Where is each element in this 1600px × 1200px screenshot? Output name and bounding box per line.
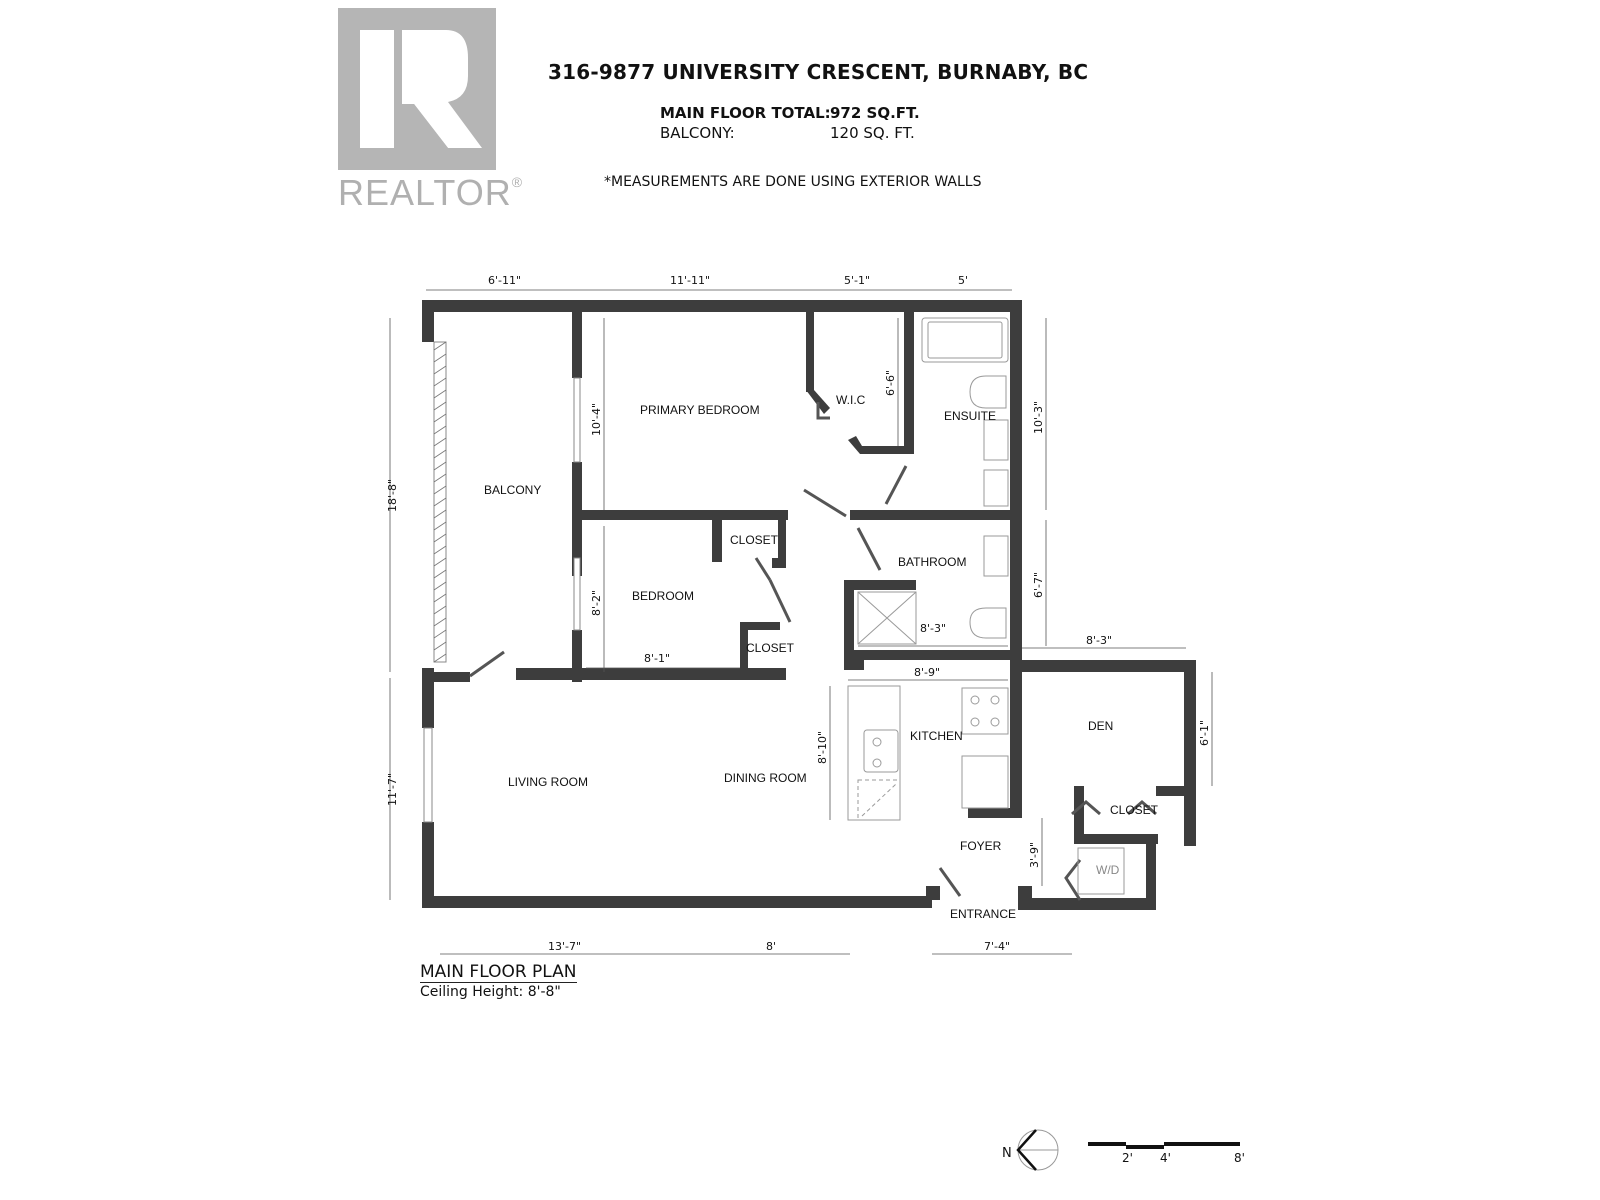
room-label-den: DEN [1088,719,1113,733]
dim-top-3: 5'-1" [844,274,870,287]
stove-icon [961,687,1009,735]
room-label-wd: W/D [1096,863,1120,877]
doors [469,402,1157,901]
dim-right-3: 6'-1" [1198,720,1211,746]
sink-icon [983,469,1009,507]
north-compass-icon: N [1002,1129,1059,1171]
room-label-dining-room: DINING ROOM [724,771,807,785]
dim-right-1: 10'-3" [1032,401,1045,434]
fridge-icon [961,755,1009,809]
dishwasher-icon [857,779,901,821]
dim-den-w: 8'-3" [1086,634,1112,647]
svg-text:2': 2' [1122,1151,1133,1165]
room-label-entrance: ENTRANCE [950,907,1016,921]
measurement-note: *MEASUREMENTS ARE DONE USING EXTERIOR WA… [604,174,982,190]
svg-text:8': 8' [1234,1151,1245,1165]
balcony-area-value: 120 SQ. FT. [830,124,915,142]
bathtub-icon [921,317,1009,363]
dim-bottom-1: 13'-7" [548,940,581,953]
plan-title: MAIN FLOOR PLAN [420,962,577,983]
dim-top-1: 6'-11" [488,274,521,287]
windows [423,377,581,823]
dim-bottom-3: 7'-4" [984,940,1010,953]
room-label-closet-2: CLOSET [746,641,795,655]
room-label-ensuite: ENSUITE [944,409,996,423]
realtor-wordmark: REALTOR® [338,172,524,213]
dim-kitchen-w: 8'-9" [914,666,940,679]
realtor-r-mark-icon [338,8,496,170]
main-floor-total-label: MAIN FLOOR TOTAL: [660,104,831,122]
washer-dryer-icon [1077,847,1125,895]
room-label-bathroom: BATHROOM [898,555,966,569]
walls [422,300,1196,910]
dim-bathroom-w: 8'-3" [920,622,946,635]
room-label-wic: W.I.C [836,393,866,407]
fixtures [847,317,1125,895]
dim-top-2: 11'-11" [670,274,710,287]
dim-wic-h: 6'-6" [884,370,897,396]
room-label-bedroom: BEDROOM [632,589,694,603]
svg-text:N: N [1002,1146,1012,1161]
svg-text:4': 4' [1160,1151,1171,1165]
main-floor-total-value: 972 SQ.FT. [830,104,920,122]
dim-left-1: 18'-8" [386,479,399,512]
dim-primary-bedroom-h: 10'-4" [590,403,603,436]
scale-bar: 2' 4' 8' [1088,1142,1245,1165]
room-label-kitchen: KITCHEN [910,729,963,743]
toilet-icon [969,607,1007,639]
room-label-balcony: BALCONY [484,483,541,497]
dim-bedroom-h: 8'-2" [590,590,603,616]
dimension-lines [389,289,1213,955]
balcony-railing [433,341,447,663]
dim-right-2: 6'-7" [1032,572,1045,598]
realtor-logo: REALTOR® [338,8,522,213]
dim-bottom-2: 8' [766,940,776,953]
room-label-living-room: LIVING ROOM [508,775,588,789]
sink-icon [983,535,1009,577]
ceiling-height: Ceiling Height: 8'-8" [420,984,561,1000]
dim-foyer-h: 3'-9" [1028,842,1041,868]
sink-icon [983,419,1009,461]
kitchen-sink-icon [863,729,899,773]
property-address: 316-9877 UNIVERSITY CRESCENT, BURNABY, B… [548,60,1089,84]
dim-bedroom-w: 8'-1" [644,652,670,665]
toilet-icon [969,375,1007,409]
room-label-foyer: FOYER [960,839,1002,853]
room-label-closet-1: CLOSET [730,533,779,547]
dim-top-4: 5' [958,274,968,287]
balcony-area-label: BALCONY: [660,124,735,142]
shower-icon [857,591,917,645]
room-label-closet-den: CLOSET [1110,803,1159,817]
dim-kitchen-h: 8'-10" [816,731,829,764]
room-label-primary-bedroom: PRIMARY BEDROOM [640,403,760,417]
dim-left-2: 11'-7" [386,773,399,806]
